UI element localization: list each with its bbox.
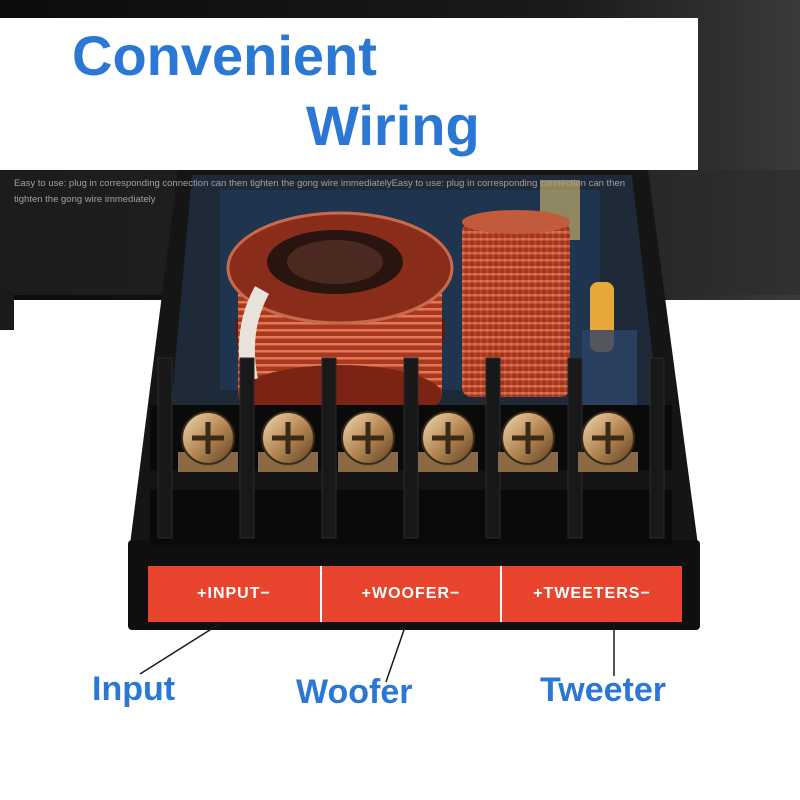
callout-tweeter: Tweeter bbox=[540, 671, 666, 709]
title-banner bbox=[0, 18, 698, 170]
terminal-barrier bbox=[649, 357, 665, 539]
caption-text: Easy to use: plug in corresponding conne… bbox=[14, 178, 626, 205]
title-line-2: Wiring bbox=[306, 94, 480, 157]
terminal-screws bbox=[178, 411, 638, 472]
solenoid-coil bbox=[462, 210, 570, 397]
terminal-screw bbox=[338, 411, 398, 472]
terminal-barrier bbox=[485, 357, 501, 539]
terminal-barrier bbox=[239, 357, 255, 539]
terminal-barrier bbox=[157, 357, 173, 539]
label-woofer: +WOOFER− bbox=[361, 585, 461, 602]
terminal-label-strip: +INPUT− +WOOFER− +TWEETERS− bbox=[148, 566, 682, 622]
title-line-1: Convenient bbox=[72, 24, 377, 87]
label-input: +INPUT− bbox=[197, 585, 271, 602]
label-divider bbox=[500, 566, 502, 622]
terminal-barrier bbox=[403, 357, 419, 539]
terminal-barrier bbox=[567, 357, 583, 539]
label-divider bbox=[320, 566, 322, 622]
terminal-barrier bbox=[321, 357, 337, 539]
callout-lines bbox=[139, 615, 615, 683]
terminal-screw bbox=[498, 411, 558, 472]
terminal-screw bbox=[418, 411, 478, 472]
terminal-barriers bbox=[157, 357, 665, 539]
terminal-screw bbox=[178, 411, 238, 472]
label-tweeter: +TWEETERS− bbox=[533, 585, 651, 602]
callout-input: Input bbox=[92, 670, 176, 708]
terminal-screw bbox=[578, 411, 638, 472]
callout-woofer: Woofer bbox=[296, 673, 413, 711]
terminal-screw bbox=[258, 411, 318, 472]
